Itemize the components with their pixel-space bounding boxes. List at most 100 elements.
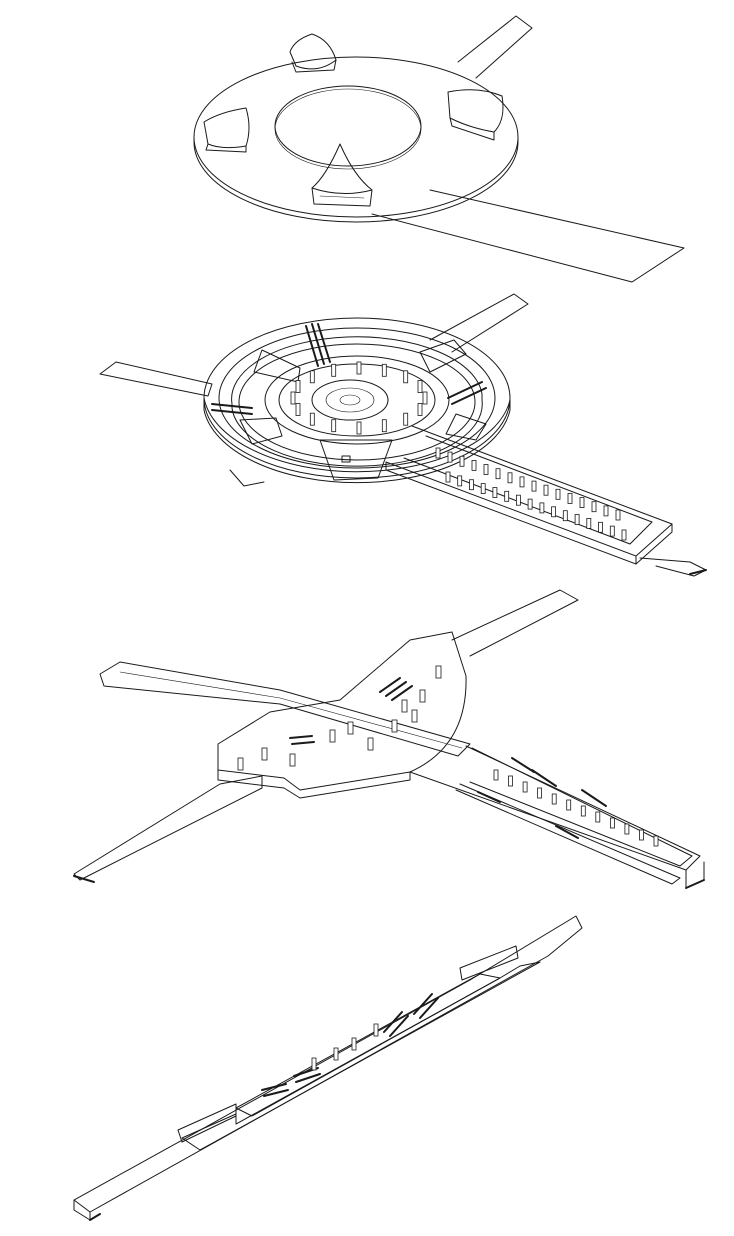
overpass-bridge <box>99 661 471 757</box>
commercial-arm-southwest <box>73 775 263 881</box>
column-icon <box>539 502 545 514</box>
column-icon <box>347 721 354 735</box>
column-icon <box>504 490 510 502</box>
column-icon <box>567 493 573 504</box>
level-concourse <box>99 293 707 577</box>
column-icon <box>562 510 568 522</box>
level-platform <box>73 915 583 1221</box>
column-icon <box>403 370 409 384</box>
column-icon <box>483 464 489 475</box>
column-icon <box>471 459 477 471</box>
column-icon <box>457 475 463 487</box>
column-icon <box>417 403 423 416</box>
column-icon <box>422 391 428 405</box>
column-icon <box>580 805 586 817</box>
column-icon <box>615 509 621 521</box>
column-icon <box>579 497 585 509</box>
commercial-arm-southeast <box>409 745 701 871</box>
escalator-icon <box>379 677 413 701</box>
column-icon <box>331 419 337 433</box>
column-icon <box>373 1023 379 1037</box>
column-icon <box>610 817 615 829</box>
column-icon <box>566 799 572 811</box>
columns-platform <box>311 1023 379 1071</box>
plaza-ring-edge <box>193 136 519 223</box>
column-icon <box>331 363 337 377</box>
column-icon <box>435 447 441 459</box>
plaza-center-void-rim <box>274 88 422 170</box>
escalator-icon <box>447 381 487 405</box>
concourse-circulation-floor <box>231 336 483 467</box>
column-icon <box>381 419 387 433</box>
column-icon <box>290 391 296 405</box>
column-icon <box>537 787 542 799</box>
column-icon <box>445 471 451 483</box>
column-icon <box>411 709 418 723</box>
column-icon <box>403 412 409 426</box>
column-icon <box>447 451 453 463</box>
column-icon <box>381 363 387 377</box>
column-icon <box>551 506 556 518</box>
column-icon <box>516 494 521 506</box>
column-icon <box>459 455 465 467</box>
column-icon <box>367 737 374 751</box>
column-icon <box>598 521 603 533</box>
glass-canopy-icon <box>447 89 504 141</box>
column-icon <box>493 769 499 781</box>
column-icon <box>495 468 501 480</box>
glass-canopy-icon <box>311 143 373 207</box>
column-icon <box>519 476 525 488</box>
column-icon <box>586 518 592 529</box>
column-icon <box>531 480 537 492</box>
column-icon <box>309 370 315 384</box>
column-icon <box>522 781 528 793</box>
concourse-slab-edge <box>203 397 511 484</box>
level-ground-plaza <box>193 15 685 283</box>
concourse-arm-west <box>99 361 213 397</box>
plaza-center-void <box>274 85 422 167</box>
column-icon <box>543 484 549 496</box>
columns-southeast-arm <box>435 447 627 541</box>
column-icon <box>356 361 362 375</box>
column-icon <box>435 665 442 679</box>
platform-slab <box>73 915 583 1213</box>
column-icon <box>603 505 609 517</box>
column-icon <box>295 403 301 416</box>
column-icon <box>639 829 644 841</box>
column-icon <box>624 823 630 835</box>
column-icon <box>237 757 244 771</box>
column-icon <box>469 479 474 491</box>
column-icon <box>609 525 615 537</box>
glass-canopy-icon <box>203 107 250 153</box>
column-icon <box>401 699 408 713</box>
column-icon <box>261 747 268 761</box>
column-icon <box>356 421 362 435</box>
escalator-icon <box>305 323 331 367</box>
columns-ring <box>290 361 428 435</box>
column-icon <box>309 412 315 426</box>
escalator-icon <box>511 757 607 807</box>
column-icon <box>551 793 557 805</box>
concourse-south-bay <box>319 439 393 481</box>
commercial-floor-cross <box>217 631 467 791</box>
column-icon <box>527 498 533 510</box>
escalator-icon <box>289 735 315 745</box>
column-icon <box>492 487 498 498</box>
column-icon <box>311 1057 317 1071</box>
column-icon <box>329 729 336 743</box>
glass-canopy-icon <box>289 33 337 73</box>
columns-commercial <box>237 665 659 847</box>
escalator-icon <box>413 993 439 1019</box>
plaza-arm-southeast <box>371 189 685 283</box>
ticket-gate-icon <box>341 455 351 463</box>
level-commercial <box>73 589 705 889</box>
column-icon <box>653 835 659 847</box>
column-icon <box>351 1037 357 1051</box>
column-icon <box>417 380 423 393</box>
concourse-arm-southeast <box>385 425 673 557</box>
column-icon <box>391 719 398 733</box>
platform-edge-band <box>235 973 501 1117</box>
concourse-arm-northeast <box>429 293 529 353</box>
